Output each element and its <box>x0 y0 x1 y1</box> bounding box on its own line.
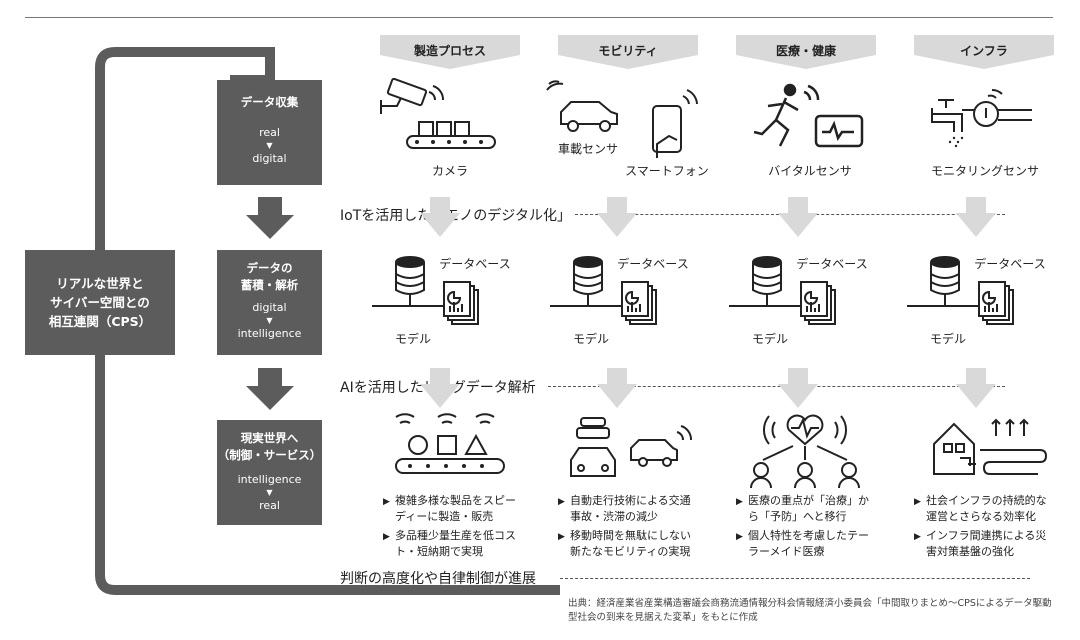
sensor-label: スマートフォン <box>625 164 709 178</box>
database-label: データベース <box>974 257 1046 271</box>
stage-from: intelligence <box>237 473 302 486</box>
header-shape <box>380 35 520 69</box>
stage-from: real <box>259 126 280 139</box>
light-down-arrow-icon <box>778 197 818 237</box>
stage-to: digital <box>252 152 287 165</box>
light-down-arrow-icon <box>597 197 637 237</box>
camera-conveyor-icon <box>380 77 496 149</box>
column-header-infrastructure: インフラ <box>960 44 1008 58</box>
stage-title: 現実世界へ （制御・サービス） <box>217 431 322 462</box>
column-header-healthcare: 医療・健康 <box>775 44 836 58</box>
cps-box: リアルな世界と サイバー空間との 相互連関（CPS） <box>25 250 175 355</box>
database-model-icon <box>550 256 657 325</box>
bullet-item: 社会インフラの持続的な 運営とさらなる効率化 <box>914 493 1064 525</box>
stage-to: intelligence <box>237 327 302 340</box>
result-section-divider <box>560 578 1030 579</box>
stage-arrow: ▼ <box>266 488 273 497</box>
column-header-mobility: モビリティ <box>598 44 658 58</box>
result-section-label: 判断の高度化や自律制御が進展 <box>340 571 536 587</box>
light-down-arrow-icon <box>778 368 818 408</box>
top-rule <box>25 17 1053 18</box>
smart-factory-icon <box>395 413 505 474</box>
header-shape <box>736 35 876 69</box>
light-down-arrow-icon <box>956 368 996 408</box>
bullet-list-infrastructure: 社会インフラの持続的な 運営とさらなる効率化 インフラ間連携による災 害対策基盤… <box>914 493 1064 563</box>
stage-data-collection: データ収集 real ▼ digital <box>217 80 322 185</box>
database-label: データベース <box>796 257 868 271</box>
stage-arrow: ▼ <box>266 316 273 325</box>
light-down-arrow-icon <box>597 368 637 408</box>
down-arrow-icon <box>246 197 294 239</box>
light-down-arrow-icon <box>420 368 460 408</box>
stage-title: データの 蓄積・解析 <box>240 261 299 292</box>
healthcare-network-icon <box>750 414 860 489</box>
bullet-item: 複雑多様な製品をスピー ディーに製造・販売 <box>383 493 523 525</box>
car-smartphone-icon <box>546 80 698 158</box>
header-shape <box>558 35 698 69</box>
runner-vital-sensor-icon <box>753 83 864 148</box>
database-label: データベース <box>439 257 511 271</box>
source-note: 出典：経済産業省産業構造審議会商務流通情報分科会情報経済小委員会「中間取りまとめ… <box>568 598 1052 623</box>
header-shape <box>914 35 1054 69</box>
bullet-item: 医療の重点が「治療」か ら「予防」へと移行 <box>736 493 886 525</box>
light-arrows-row1 <box>420 197 460 237</box>
bullet-item: 移動時間を無駄にしない 新たなモビリティの実現 <box>558 528 708 560</box>
database-model-icon <box>907 256 1014 325</box>
column-header-manufacturing: 製造プロセス <box>413 44 486 58</box>
bullet-item: 多品種少量生産を低コス ト・短納期で実現 <box>383 528 523 560</box>
database-model-icon <box>729 256 836 325</box>
sensor-label: カメラ <box>431 164 468 178</box>
stage-data-analysis: データの 蓄積・解析 digital ▼ intelligence <box>217 250 322 355</box>
stage-from: digital <box>252 301 287 314</box>
model-label: モデル <box>394 332 431 346</box>
database-model-icon <box>372 256 479 325</box>
bullet-item: 個人特性を考慮したテー ラーメイド医療 <box>736 528 886 560</box>
model-label: モデル <box>751 332 788 346</box>
autonomous-cars-icon <box>570 417 692 477</box>
sensor-label: モニタリングセンサ <box>930 164 1039 178</box>
ai-section-divider <box>548 386 1005 387</box>
stage-to: real <box>259 499 280 512</box>
bullet-list-manufacturing: 複雑多様な製品をスピー ディーに製造・販売 多品種少量生産を低コス ト・短納期で… <box>383 493 523 563</box>
model-label: モデル <box>929 332 966 346</box>
down-arrow-icon <box>246 368 294 410</box>
bullet-item: 自動走行技術による交通 事故・渋滞の減少 <box>558 493 708 525</box>
model-label: モデル <box>572 332 609 346</box>
stage-arrow: ▼ <box>266 141 273 150</box>
bullet-list-healthcare: 医療の重点が「治療」か ら「予防」へと移行 個人特性を考慮したテー ラーメイド医… <box>736 493 886 563</box>
bullet-list-mobility: 自動走行技術による交通 事故・渋滞の減少 移動時間を無駄にしない 新たなモビリテ… <box>558 493 708 563</box>
stage-title: データ収集 <box>240 95 299 109</box>
smart-infrastructure-icon <box>933 418 1048 475</box>
light-down-arrow-icon <box>956 197 996 237</box>
water-meter-icon <box>931 88 1032 148</box>
sensor-label: 車載センサ <box>557 142 618 156</box>
sensor-label: バイタルセンサ <box>768 164 852 178</box>
database-label: データベース <box>617 257 689 271</box>
bullet-item: インフラ間連携による災 害対策基盤の強化 <box>914 528 1064 560</box>
stage-real-world: 現実世界へ （制御・サービス） intelligence ▼ real <box>217 420 322 525</box>
